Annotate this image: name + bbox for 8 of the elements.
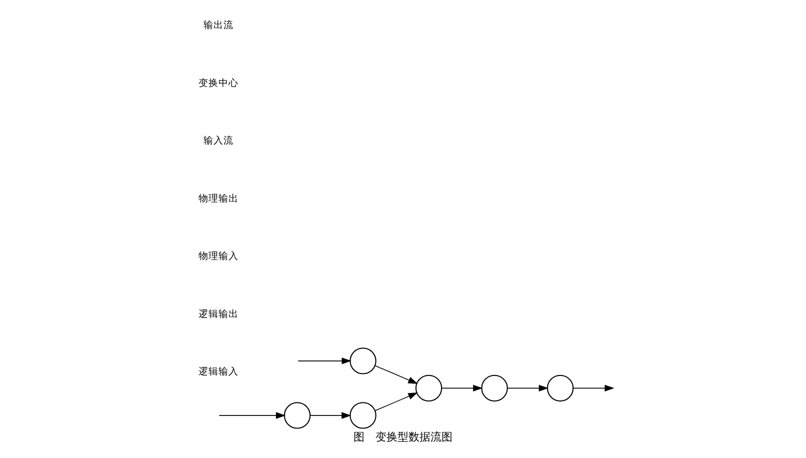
- label: 输入流: [203, 136, 234, 147]
- label: 物理输入: [198, 251, 238, 262]
- label: 逻辑输入: [198, 366, 238, 378]
- caption: 图 变换型数据流图: [354, 430, 452, 444]
- label: 逻辑输出: [198, 308, 238, 320]
- label: 变换中心: [198, 78, 238, 89]
- label: 输出流: [203, 20, 234, 32]
- label: 物理输出: [198, 193, 238, 204]
